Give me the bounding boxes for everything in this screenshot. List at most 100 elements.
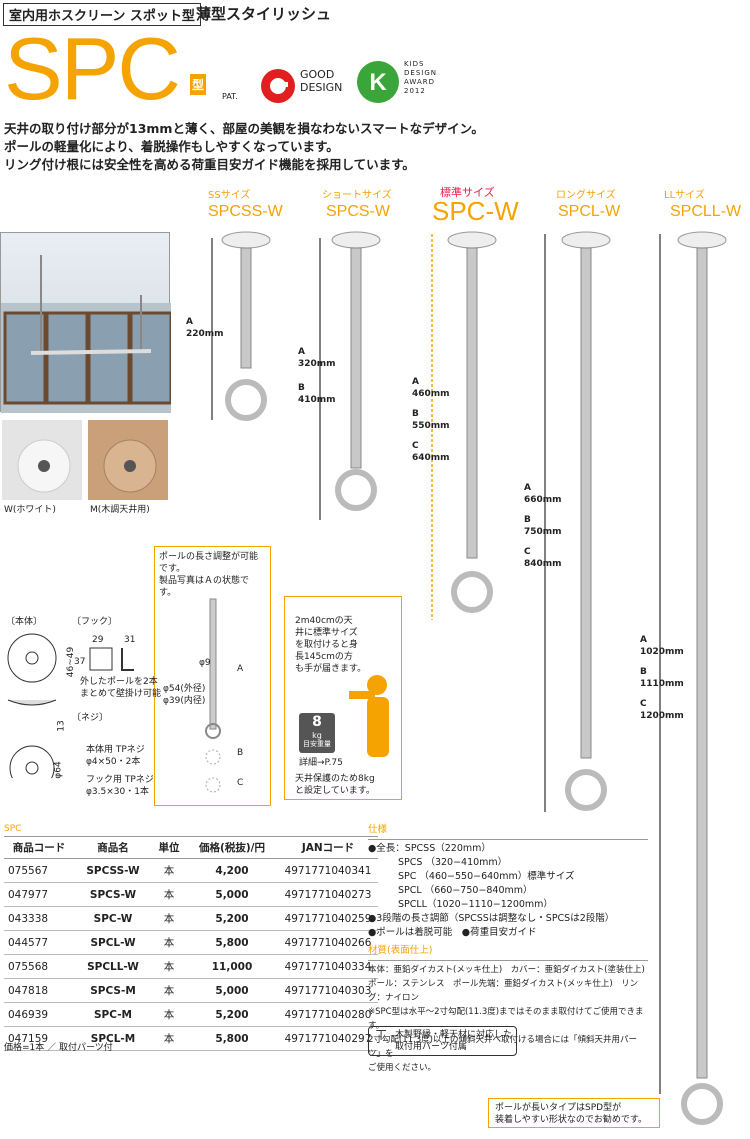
size-label-ss: SSサイズ <box>208 190 251 201</box>
model-spcl: SPCL-W <box>558 203 621 220</box>
cell-name: SPCL-W <box>74 930 152 955</box>
cell-unit: 本 <box>152 882 186 907</box>
dim-label: A <box>640 635 647 645</box>
screw-note-1: 本体用 TPネジ <box>86 745 145 755</box>
dim-label: A <box>298 347 305 357</box>
wood-base-icon <box>103 439 157 493</box>
weight-badge: 8 kg 目安重量 <box>299 713 335 753</box>
table-footnote: 価格=1本 ／ 取付パーツ付 <box>4 1043 113 1053</box>
cell-price: 5,200 <box>186 906 278 931</box>
dim-value: 320mm <box>298 359 336 369</box>
cell-price: 4,200 <box>186 858 278 883</box>
dim-value: 410mm <box>298 395 336 405</box>
screw-note-3: フック用 TPネジ <box>86 775 154 785</box>
intro-line-1: 天井の取り付け部分が13mmと薄く、部屋の美観を損なわないスマートなデザイン。 <box>4 121 484 136</box>
cell-jan: 4971771040280 <box>278 1002 378 1027</box>
size-label-short: ショートサイズ <box>322 190 392 201</box>
dim-value: 220mm <box>186 329 224 339</box>
cell-price: 5,200 <box>186 1002 278 1027</box>
model-spcll: SPCLL-W <box>670 203 742 220</box>
dim-label: C <box>412 441 419 451</box>
parts-screw-title: 〔ネジ〕 <box>72 713 109 723</box>
dims-spc: A 460mm B 550mm C 640mm <box>412 376 450 464</box>
col-price: 価格(税抜)/円 <box>186 836 278 859</box>
weight-note: 天井保護のため8kg と設定しています。 <box>295 773 375 797</box>
good-design-line1: GOOD <box>300 68 335 81</box>
intro-text: 天井の取り付け部分が13mmと薄く、部屋の美観を損なわないスマートなデザイン。 … <box>4 120 484 174</box>
cell-code: 047818 <box>4 978 74 1003</box>
screw-note-4: φ3.5×30・1本 <box>86 787 149 797</box>
hook-note-line1: 外したポールを2本 <box>80 677 158 687</box>
model-spcss: SPCSS-W <box>208 203 283 220</box>
dim-label: A <box>524 483 531 493</box>
cell-unit: 本 <box>152 978 186 1003</box>
wood-note-line1: 木製野縁・軽天材に対応した <box>395 1030 513 1040</box>
cell-code: 047159 <box>4 1026 74 1051</box>
cell-name: SPCSS-W <box>74 858 152 883</box>
cell-name: SPCLL-W <box>74 954 152 979</box>
finish-label-white: W(ホワイト) <box>4 505 56 515</box>
good-design-icon <box>261 69 295 103</box>
length-adjust-diagram <box>205 598 221 793</box>
wood-finish-photo <box>88 420 168 500</box>
cell-price: 11,000 <box>186 954 278 979</box>
pole-diameter: φ9 <box>199 658 211 668</box>
product-logo: SPC <box>4 19 181 118</box>
weight-note-line1: 天井保護のため8kg <box>295 774 375 784</box>
cell-code: 046939 <box>4 1002 74 1027</box>
table-row: 047818 SPCS-M 本 5,000 4971771040303 <box>4 978 378 1003</box>
svg-text:K: K <box>369 69 387 96</box>
spec-line: SPCS （320−410mm） <box>398 857 508 868</box>
body-thick-dim: 13 <box>56 720 67 732</box>
dims-spcs: A 320mm B 410mm <box>298 346 336 406</box>
intro-line-2: ポールの軽量化により、着脱操作もしやすくなっています。 <box>4 139 339 154</box>
cell-jan: 4971771040259 <box>278 906 378 931</box>
hook-height-dim: 37 <box>74 657 86 667</box>
table-header-row: 商品コード 商品名 単位 価格(税抜)/円 JANコード <box>4 836 378 859</box>
hook-note-line2: まとめて壁掛け可能 <box>80 689 162 699</box>
table-caption: SPC <box>4 824 22 834</box>
parts-diagram <box>7 633 134 778</box>
intro-line-3: リング付け根には安全性を高める荷重目安ガイド機能を採用しています。 <box>4 157 415 172</box>
cell-price: 5,800 <box>186 930 278 955</box>
spec-line: SPCLL（1020−1110−1200mm） <box>398 899 553 910</box>
room-illustration <box>1 255 173 413</box>
cell-unit: 本 <box>152 858 186 883</box>
good-design-text: GOOD DESIGN <box>300 68 342 94</box>
dim-value: 640mm <box>412 453 450 463</box>
label-a: A <box>237 664 244 674</box>
size-label-standard: 標準サイズ <box>440 186 495 199</box>
table-row: 075567 SPCSS-W 本 4,200 4971771040341 <box>4 858 378 883</box>
cell-code: 044577 <box>4 930 74 955</box>
weight-value: 8 <box>312 714 322 730</box>
dim-value: 840mm <box>524 559 562 569</box>
cell-name: SPCS-M <box>74 978 152 1003</box>
kids-award-line1: KIDS <box>404 60 425 68</box>
reach-box: 2m40cmの天 井に標準サイズ を取付けると身 長145cmの方 も手が届きま… <box>284 596 402 800</box>
material-line: ポール：ステンレス ポール先端：亜鉛ダイカスト(メッキ仕上) リング：ナイロン <box>368 979 639 1003</box>
cell-unit: 本 <box>152 1002 186 1027</box>
dims-spcll: A 1020mm B 1110mm C 1200mm <box>640 634 684 722</box>
material-line: ご使用ください。 <box>368 1063 437 1073</box>
spec-section: 仕様 ●全長：SPCSS（220mm） SPCS （320−410mm） SPC… <box>368 823 648 1075</box>
cell-name: SPCL-M <box>74 1026 152 1051</box>
dim-label: A <box>186 317 193 327</box>
dim-value: 550mm <box>412 421 450 431</box>
logo-suffix: 型 <box>190 74 207 95</box>
col-jan: JANコード <box>278 836 378 859</box>
bottom-note-line1: ポールが長いタイプはSPD型が <box>495 1103 622 1113</box>
label-b: B <box>237 748 244 758</box>
spec-line: ●3段階の長さ調節（SPCSSは調整なし・SPCSは2段階） <box>368 913 615 924</box>
table-row: 047159 SPCL-M 本 5,800 4971771040297 <box>4 1026 378 1051</box>
ring-outer: φ54(外径) <box>163 684 206 694</box>
cell-price: 5,800 <box>186 1026 278 1051</box>
cell-unit: 本 <box>152 930 186 955</box>
cell-name: SPC-M <box>74 1002 152 1027</box>
length-adjust-line1: ポールの長さ調整が可能です。 <box>159 552 259 574</box>
cell-code: 047977 <box>4 882 74 907</box>
reach-line3: を取付けると身 <box>295 640 359 650</box>
material-line: 本体：亜鉛ダイカスト(メッキ仕上) カバー：亜鉛ダイカスト(塗装仕上) <box>368 965 645 975</box>
dim-value: 1020mm <box>640 647 684 657</box>
table-row: 047977 SPCS-W 本 5,000 4971771040273 <box>4 882 378 907</box>
